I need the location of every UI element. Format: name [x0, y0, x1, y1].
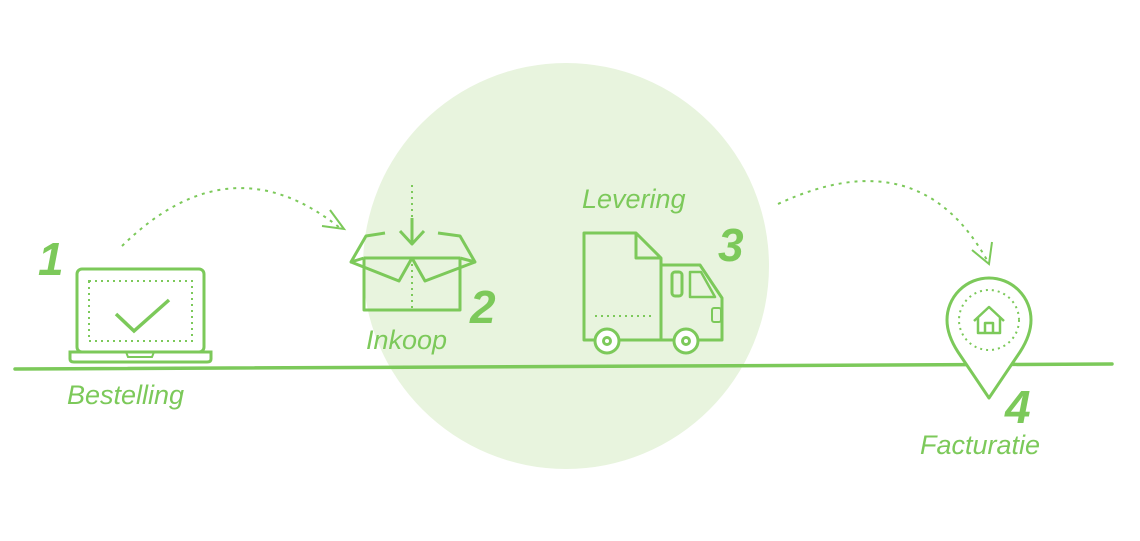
step-2-number: 2 [470, 281, 496, 333]
highlight-circle [363, 63, 769, 469]
timeline-line [13, 362, 1114, 371]
dotted-arrow-1 [121, 187, 347, 247]
step-4-label: Facturatie [920, 430, 1041, 460]
dotted-arrow-2 [777, 180, 993, 266]
step-1-label: Bestelling [67, 380, 185, 410]
step-4-number: 4 [1005, 381, 1031, 433]
home-location-pin-icon [945, 276, 1033, 400]
step-3-label: Levering [582, 184, 686, 214]
step-2-label: Inkoop [366, 325, 448, 355]
delivery-truck-icon [582, 231, 724, 355]
box-arrow-icon [349, 185, 477, 312]
step-3-number: 3 [718, 219, 744, 271]
laptop-check-icon [68, 267, 213, 364]
step-1-number: 1 [38, 233, 64, 285]
